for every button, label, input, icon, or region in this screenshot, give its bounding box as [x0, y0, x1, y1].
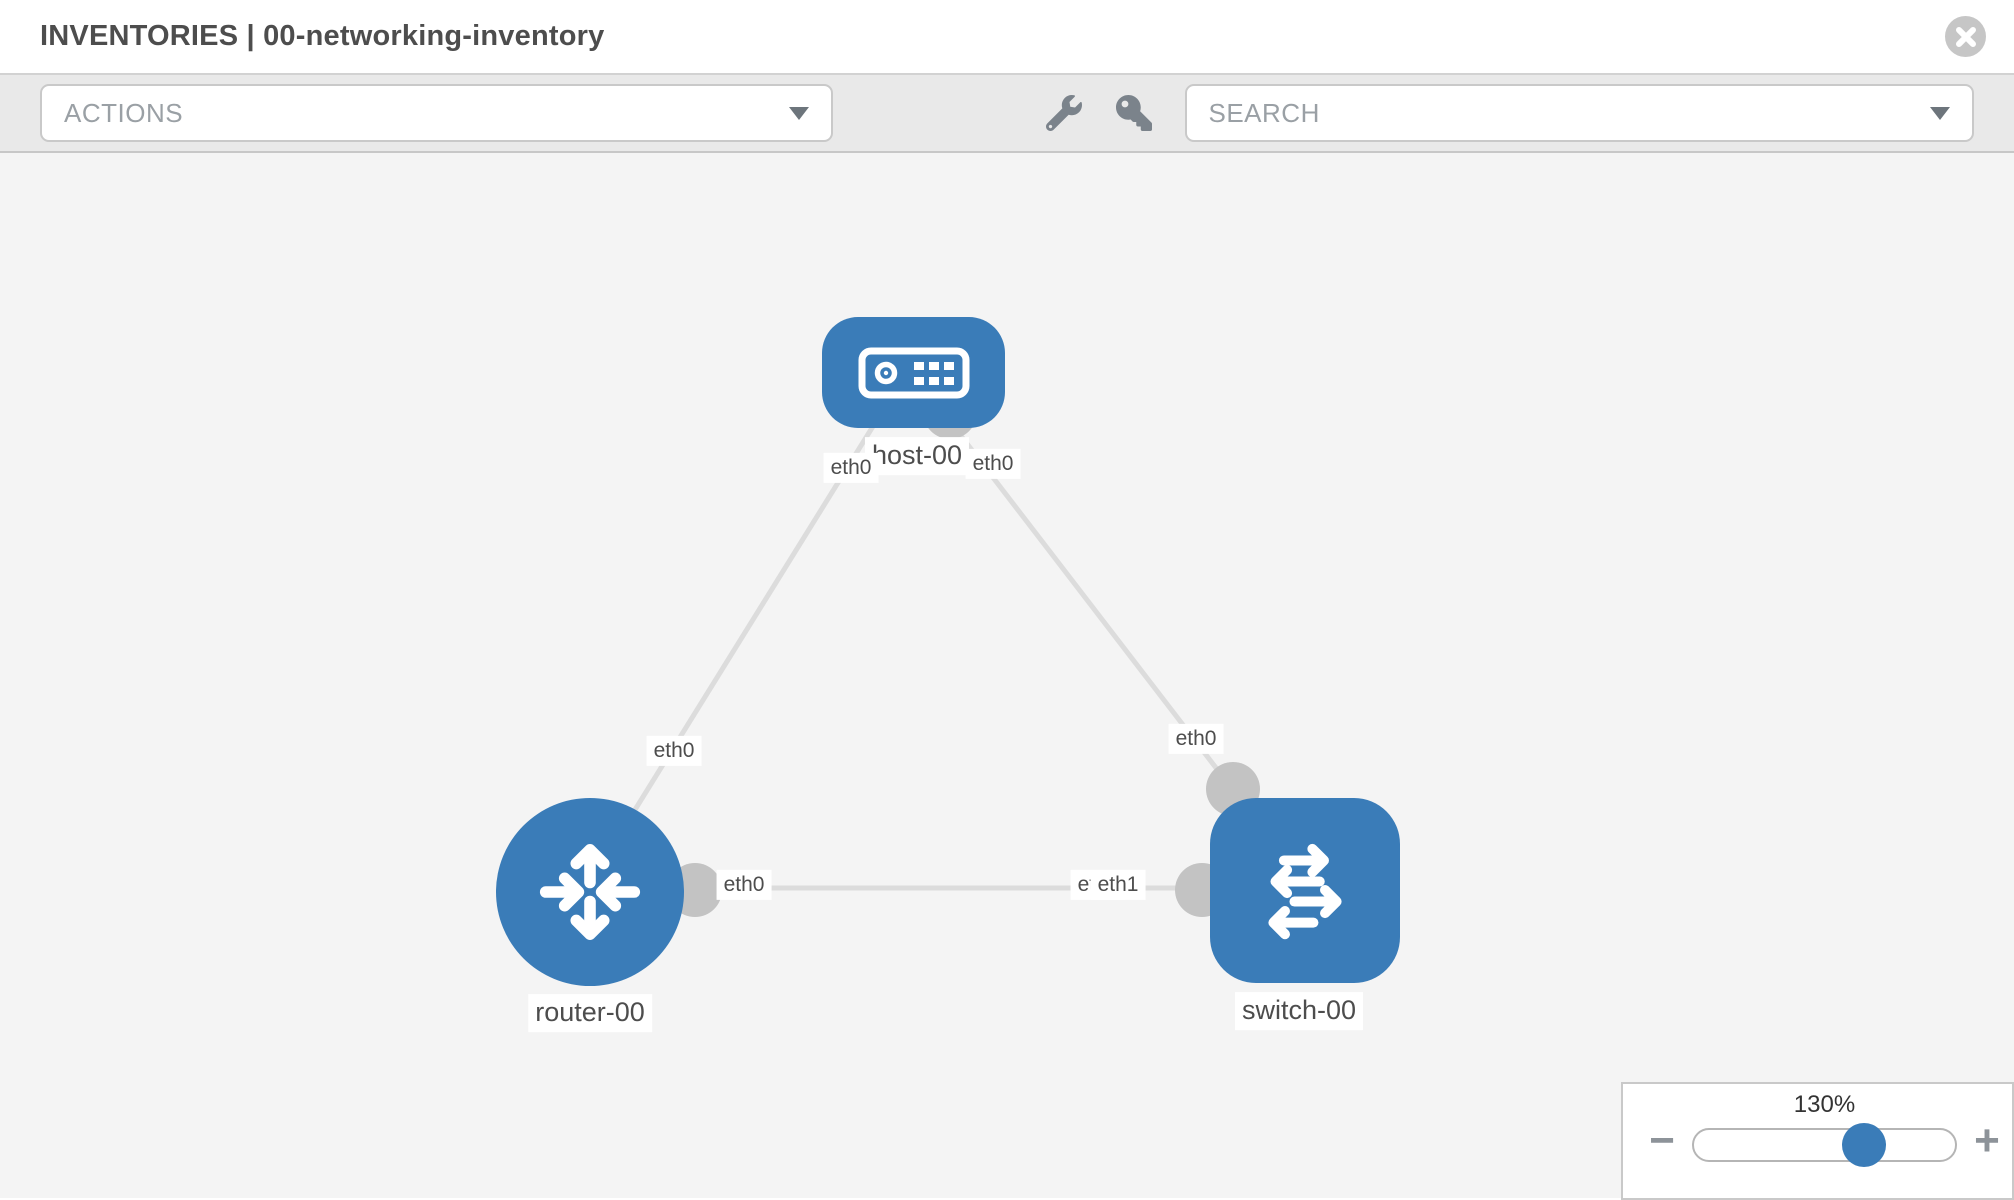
chevron-down-icon	[1930, 106, 1950, 120]
chevron-down-icon	[788, 106, 809, 120]
switch-icon	[1268, 843, 1342, 939]
interface-label-eth1: eth1	[1090, 869, 1146, 901]
host-icon	[858, 347, 969, 398]
topology-canvas[interactable]: host-00 eth0 eth0 eth0 eth0 eth0 eth0 et…	[0, 153, 2014, 1198]
interface-label-eth0: eth0	[965, 448, 1021, 480]
node-switch-00[interactable]	[1210, 798, 1400, 983]
wrench-icon[interactable]	[1045, 94, 1083, 132]
interface-label-eth0: eth0	[1168, 723, 1224, 755]
search-dropdown-label: SEARCH	[1208, 97, 1320, 128]
toolbar-icons	[1045, 94, 1153, 132]
zoom-slider-track[interactable]	[1692, 1128, 1957, 1162]
actions-dropdown-label: ACTIONS	[64, 97, 184, 128]
zoom-slider-thumb[interactable]	[1842, 1123, 1886, 1167]
node-host-00[interactable]	[822, 317, 1005, 428]
zoom-in-button[interactable]: +	[1974, 1116, 2000, 1165]
zoom-out-button[interactable]: −	[1649, 1116, 1675, 1165]
page-title: INVENTORIES | 00-networking-inventory	[40, 20, 605, 52]
search-dropdown[interactable]: SEARCH	[1184, 84, 1974, 142]
interface-label-eth0: eth0	[716, 869, 772, 901]
router-icon	[539, 844, 641, 940]
header: INVENTORIES | 00-networking-inventory	[0, 0, 2014, 73]
link-host-router	[607, 413, 883, 852]
node-label-switch: switch-00	[1234, 992, 1364, 1030]
node-router-00[interactable]	[496, 798, 684, 986]
actions-dropdown[interactable]: ACTIONS	[40, 84, 833, 142]
close-icon	[1955, 26, 1976, 47]
key-icon[interactable]	[1115, 94, 1153, 132]
zoom-level-value: 130%	[1793, 1091, 1856, 1118]
zoom-panel: 130% − +	[1621, 1082, 2014, 1200]
interface-label-eth0: eth0	[646, 735, 702, 767]
toolbar: ACTIONS SEARCH	[0, 73, 2014, 153]
interface-label-eth0: eth0	[823, 452, 879, 484]
topology-links	[607, 413, 1235, 891]
close-button[interactable]	[1945, 16, 1986, 57]
node-label-host: host-00	[864, 437, 970, 475]
node-label-router: router-00	[528, 994, 652, 1032]
